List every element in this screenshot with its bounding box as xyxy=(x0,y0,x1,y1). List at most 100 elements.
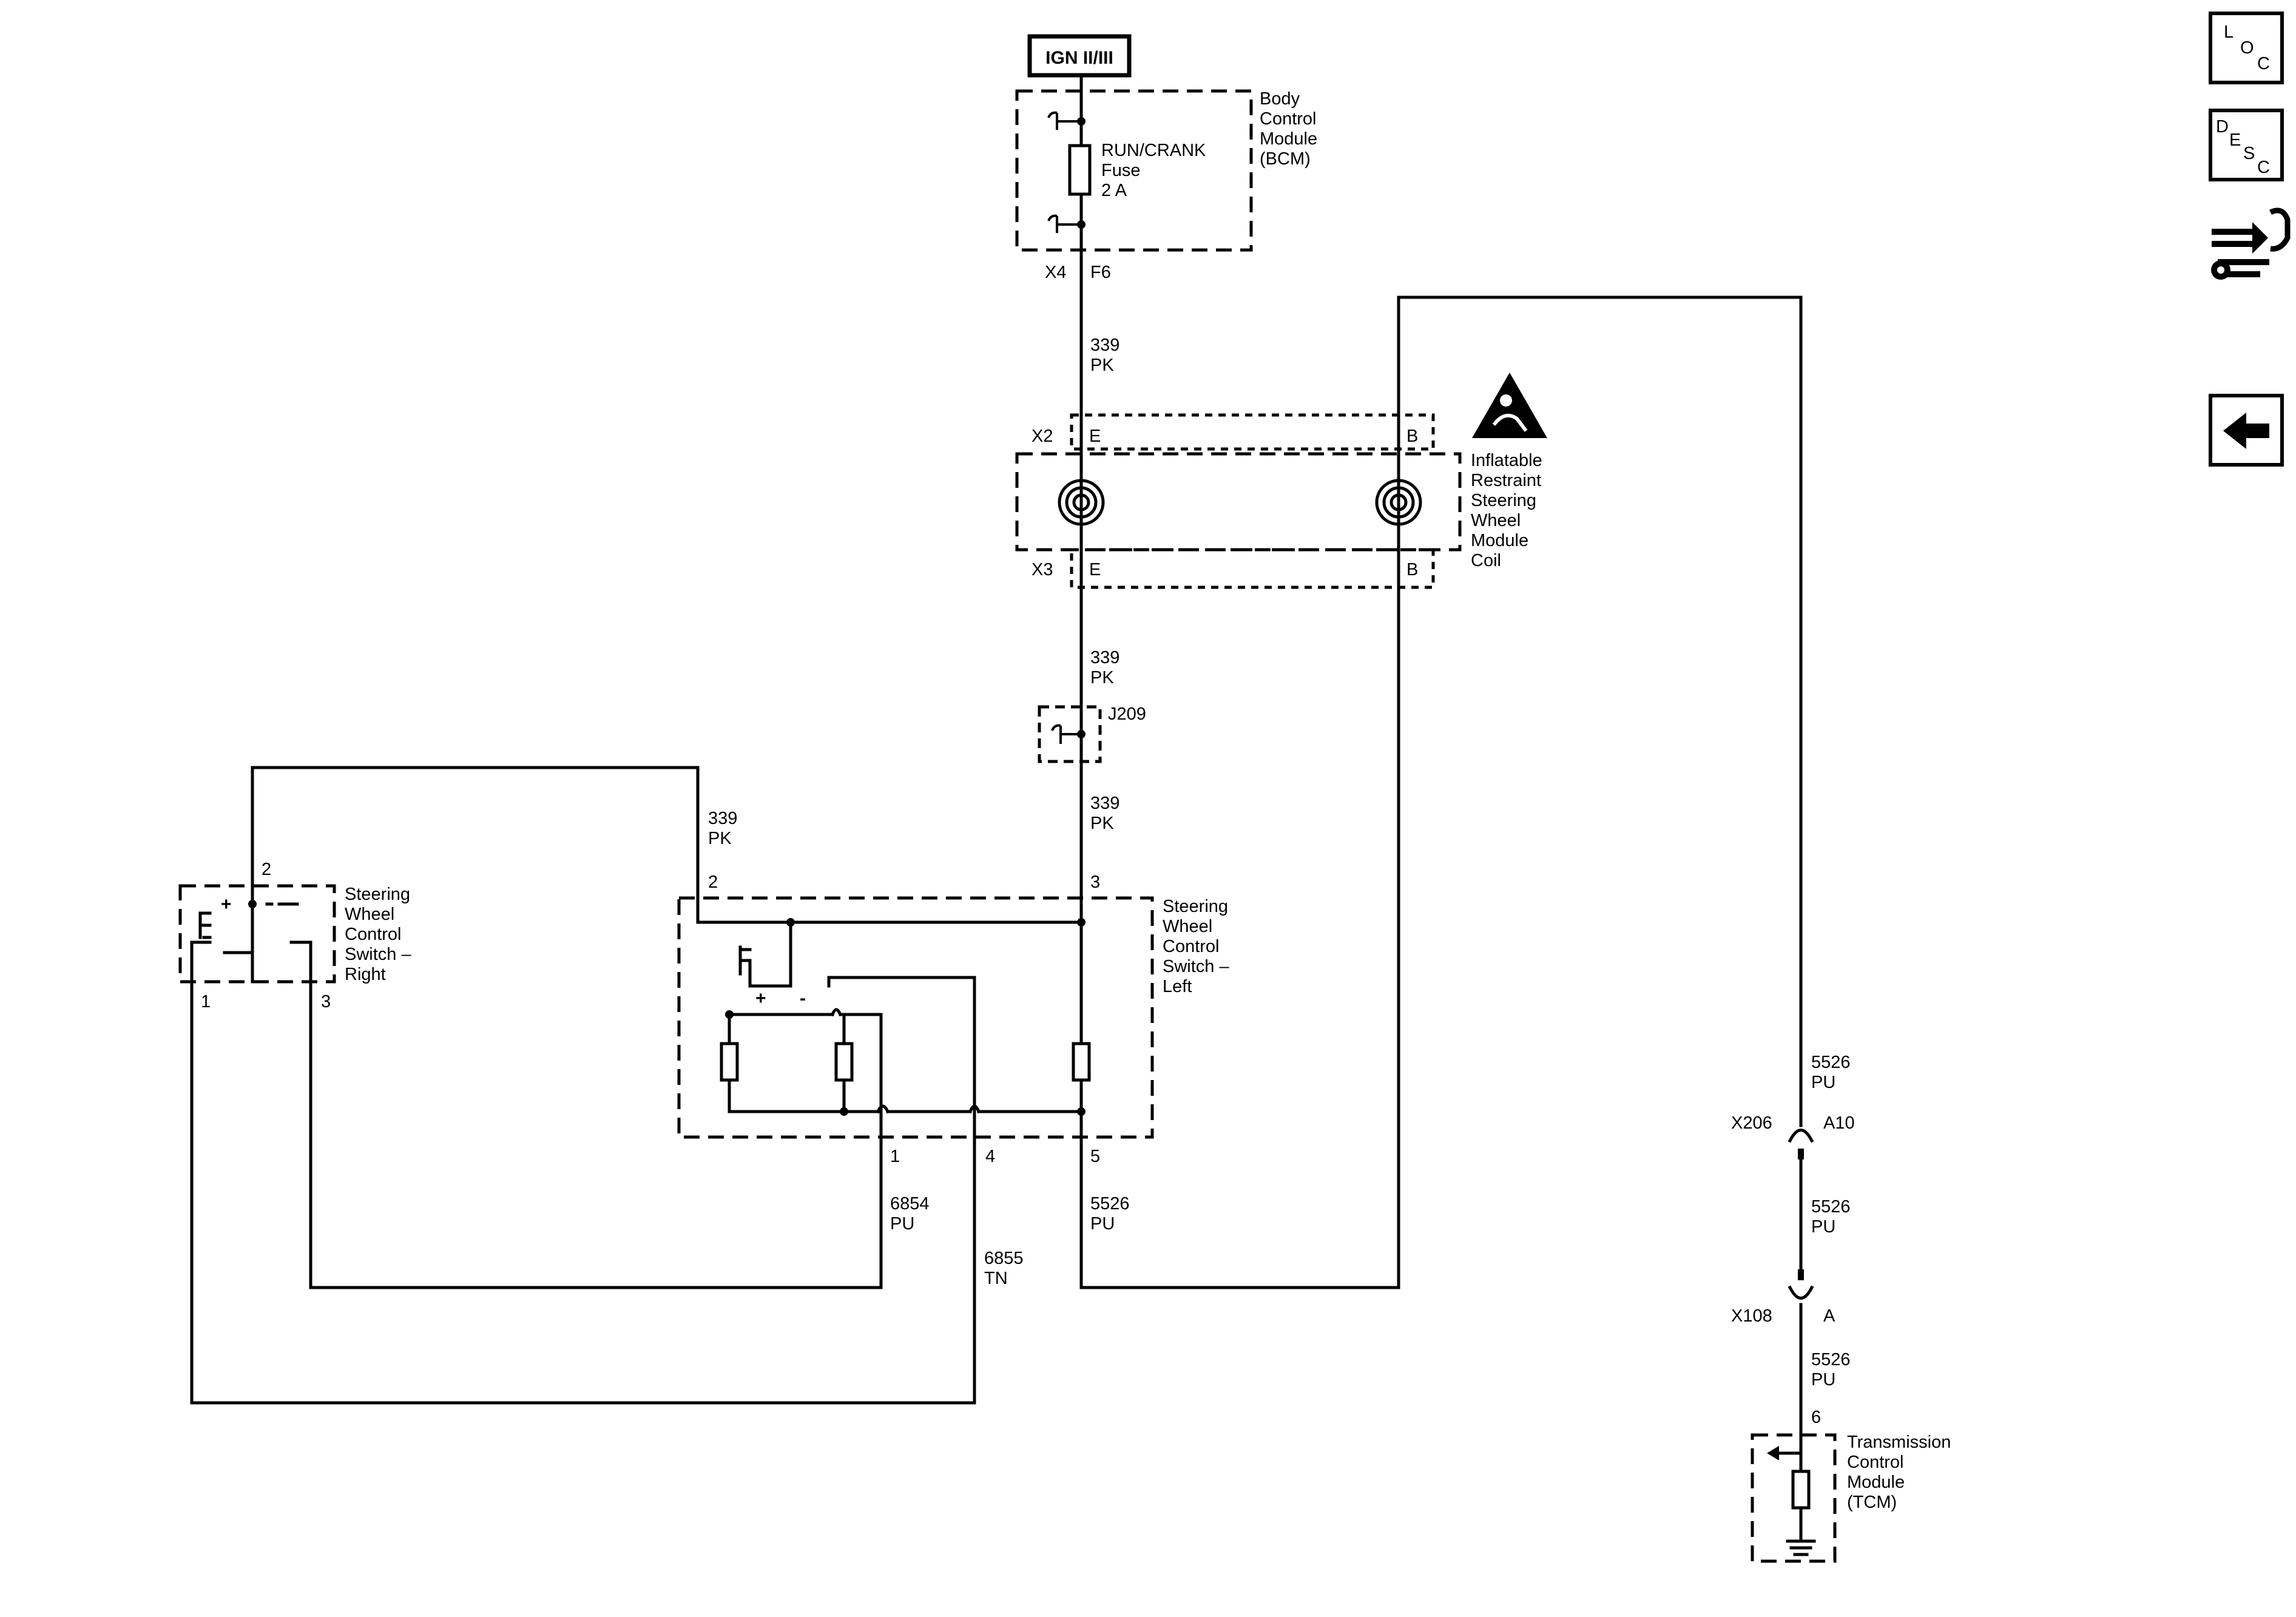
wire8-num: 5526 xyxy=(1811,1053,1851,1072)
wire9-color: PU xyxy=(1811,1217,1835,1237)
tcm-resistor-icon xyxy=(1791,1470,1811,1510)
tcm-label-3: Module xyxy=(1847,1473,1905,1492)
conn-x2: X2 xyxy=(1032,427,1053,446)
fuse-label-3: 2 A xyxy=(1101,181,1127,200)
swl-label-5: Left xyxy=(1163,977,1192,996)
bcm-name-2: Control xyxy=(1260,109,1317,129)
coil-label-5: Module xyxy=(1471,531,1528,550)
splice-j209-label: J209 xyxy=(1108,704,1146,724)
fuse-label-1: RUN/CRANK xyxy=(1101,141,1206,160)
splice-j209 xyxy=(1038,705,1102,763)
swr-label-5: Right xyxy=(345,965,386,984)
loc-letter-o: O xyxy=(2240,38,2254,58)
wire5-color: PU xyxy=(890,1214,914,1234)
coil-label-6: Coil xyxy=(1471,551,1501,570)
clockspring-b-icon xyxy=(1375,479,1422,526)
swl-label-1: Steering xyxy=(1163,897,1228,916)
swr-label-1: Steering xyxy=(345,885,410,904)
coil-label-3: Steering xyxy=(1471,491,1536,510)
wire1-num: 339 xyxy=(1090,336,1119,355)
swr-pin-2: 2 xyxy=(262,860,271,879)
conn-f6: F6 xyxy=(1090,263,1111,282)
ground-icon xyxy=(1786,1539,1816,1556)
wire4-num: 339 xyxy=(708,809,737,828)
back-button[interactable] xyxy=(2209,394,2284,467)
swl-pin-5: 5 xyxy=(1090,1147,1100,1166)
conn-x108-pin: A xyxy=(1823,1306,1835,1326)
tcm-label-4: (TCM) xyxy=(1847,1493,1897,1512)
connector-repair-button[interactable] xyxy=(2211,208,2291,280)
conn-x3: X3 xyxy=(1032,560,1053,579)
ign-label: IGN II/III xyxy=(1045,48,1113,68)
bus-stub-bottom-icon xyxy=(1047,214,1081,234)
wire1-color: PK xyxy=(1090,356,1114,375)
bcm-name-3: Module xyxy=(1260,129,1317,149)
inline-connector-x108 xyxy=(1788,1269,1814,1470)
wire10-num: 5526 xyxy=(1811,1350,1851,1369)
wire4-color: PK xyxy=(708,829,732,848)
back-arrow-icon xyxy=(2223,413,2269,449)
tcm-pin-6: 6 xyxy=(1811,1408,1821,1427)
wire6-color: TN xyxy=(984,1269,1008,1288)
swr-label-3: Control xyxy=(345,925,402,944)
wire7-color: PU xyxy=(1090,1214,1115,1234)
swl-pin-2: 2 xyxy=(708,873,718,892)
bus-stub-top-icon xyxy=(1047,111,1081,130)
desc-letter-e: E xyxy=(2229,130,2241,150)
conn-x2-e: E xyxy=(1089,427,1101,446)
airbag-warning-icon xyxy=(1472,373,1547,438)
wire8-color: PU xyxy=(1811,1073,1835,1092)
swl-pin-3: 3 xyxy=(1090,873,1100,892)
conn-x3-b: B xyxy=(1406,560,1418,579)
swl-pin-4: 4 xyxy=(985,1147,995,1166)
bcm-module: Body Control Module (BCM) RUN/CRANK Fuse… xyxy=(1015,89,1317,252)
location-button[interactable]: L O C xyxy=(2209,12,2284,84)
wire9-num: 5526 xyxy=(1811,1197,1851,1217)
resistor-2-icon xyxy=(834,1042,854,1082)
fuse-icon xyxy=(1068,144,1092,196)
tcm-module: Transmission Control Module (TCM) xyxy=(1751,1433,1951,1563)
resistor-1-icon xyxy=(720,1042,739,1082)
resistor-3-icon xyxy=(1072,1042,1091,1082)
conn-x2-b: B xyxy=(1406,427,1418,446)
description-button[interactable]: D E S C xyxy=(2209,109,2284,181)
inline-connector-x206 xyxy=(1788,1129,1814,1271)
swr-plus: + xyxy=(221,894,232,914)
tcm-label-2: Control xyxy=(1847,1453,1904,1472)
tcm-label-1: Transmission xyxy=(1847,1433,1951,1452)
wire6-num: 6855 xyxy=(984,1249,1024,1268)
switch-left-module: + - Steering Wheel Control Switch – Left xyxy=(251,766,1229,1405)
wire3-num: 339 xyxy=(1090,794,1119,813)
clockspring-e-icon xyxy=(1058,479,1105,526)
swl-label-4: Switch – xyxy=(1163,957,1229,976)
bcm-name-4: (BCM) xyxy=(1260,149,1311,169)
swl-minus: - xyxy=(800,988,806,1008)
conn-x108: X108 xyxy=(1731,1306,1772,1326)
swl-label-3: Control xyxy=(1163,937,1220,956)
swr-pin-1: 1 xyxy=(201,992,211,1011)
wire10-color: PU xyxy=(1811,1370,1835,1389)
conn-x206: X206 xyxy=(1731,1113,1772,1133)
wire2-color: PK xyxy=(1090,668,1114,687)
bcm-name-1: Body xyxy=(1260,89,1300,109)
fuse-label-2: Fuse xyxy=(1101,161,1140,180)
desc-letter-c: C xyxy=(2257,158,2270,177)
conn-x4: X4 xyxy=(1045,263,1066,282)
loc-letter-c: C xyxy=(2257,54,2270,73)
wire5-num: 6854 xyxy=(890,1194,930,1214)
switch-right-module: + Steering Wheel Control Switch – Right xyxy=(178,766,976,1405)
conn-x206-pin: A10 xyxy=(1823,1113,1855,1133)
swl-label-2: Wheel xyxy=(1163,917,1212,936)
conn-x3-e: E xyxy=(1089,560,1101,579)
connector-repair-icon xyxy=(2211,208,2291,280)
coil-label-1: Inflatable xyxy=(1471,451,1542,470)
swr-label-4: Switch – xyxy=(345,945,411,964)
wire2-num: 339 xyxy=(1090,648,1119,667)
desc-letter-s: S xyxy=(2243,144,2255,163)
desc-letter-d: D xyxy=(2216,117,2229,137)
swl-pin-1: 1 xyxy=(890,1147,900,1166)
airbag-coil-module: Inflatable Restraint Steering Wheel Modu… xyxy=(1015,373,1547,589)
loc-letter-l: L xyxy=(2224,22,2234,42)
wire7-num: 5526 xyxy=(1090,1194,1130,1214)
